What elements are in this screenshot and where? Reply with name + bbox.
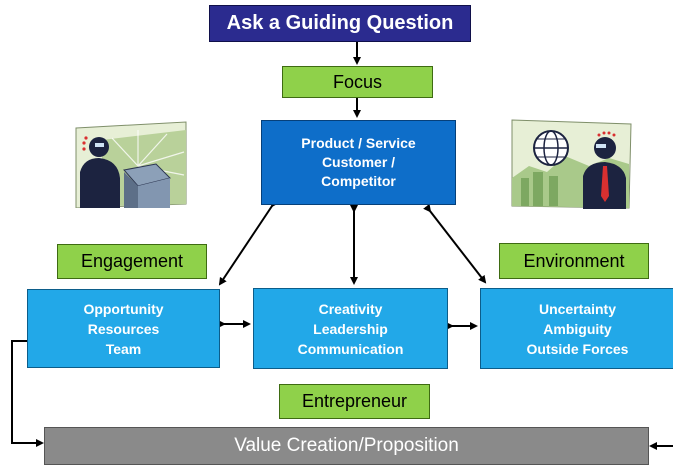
entrepreneur-label: Entrepreneur [279, 384, 430, 419]
middle-line-3: Communication [297, 340, 404, 357]
uncertainty-box: Uncertainty Ambiguity Outside Forces [480, 288, 673, 369]
product-customer-box: Product / Service Customer / Competitor [261, 120, 456, 205]
focus-text: Focus [332, 71, 383, 92]
engagement-text: Engagement [80, 251, 184, 271]
arrow-left-to-value [11, 340, 44, 447]
opportunity-box: Opportunity Resources Team [27, 289, 220, 368]
left-line-1: Opportunity [83, 300, 164, 317]
value-creation-bar: Value Creation/Proposition [44, 427, 649, 465]
left-line-2: Resources [87, 320, 160, 337]
guiding-question-text: Ask a Guiding Question [226, 12, 454, 34]
value-creation-text: Value Creation/Proposition [234, 435, 459, 456]
middle-line-1: Creativity [318, 300, 383, 317]
focus-label: Focus [282, 66, 433, 98]
environment-text: Environment [523, 250, 625, 271]
entrepreneur-text: Entrepreneur [301, 391, 408, 411]
right-line-1: Uncertainty [538, 300, 617, 317]
center-line-3: Competitor [321, 173, 396, 189]
arrow-center-right [423, 203, 487, 284]
right-line-2: Ambiguity [543, 320, 612, 337]
arrow-center-left [218, 198, 279, 286]
businessman-globe-illustration [509, 116, 634, 209]
middle-line-2: Leadership [313, 320, 388, 337]
guiding-question-title: Ask a Guiding Question [209, 5, 471, 42]
businesswoman-laptop-illustration [72, 120, 189, 209]
creativity-box: Creativity Leadership Communication [253, 288, 448, 369]
center-line-2: Customer / [321, 154, 396, 170]
center-line-1: Product / Service [301, 135, 416, 151]
environment-label: Environment [499, 243, 649, 279]
right-line-3: Outside Forces [526, 340, 629, 357]
engagement-label: Engagement [57, 244, 207, 279]
left-line-3: Team [105, 340, 142, 357]
